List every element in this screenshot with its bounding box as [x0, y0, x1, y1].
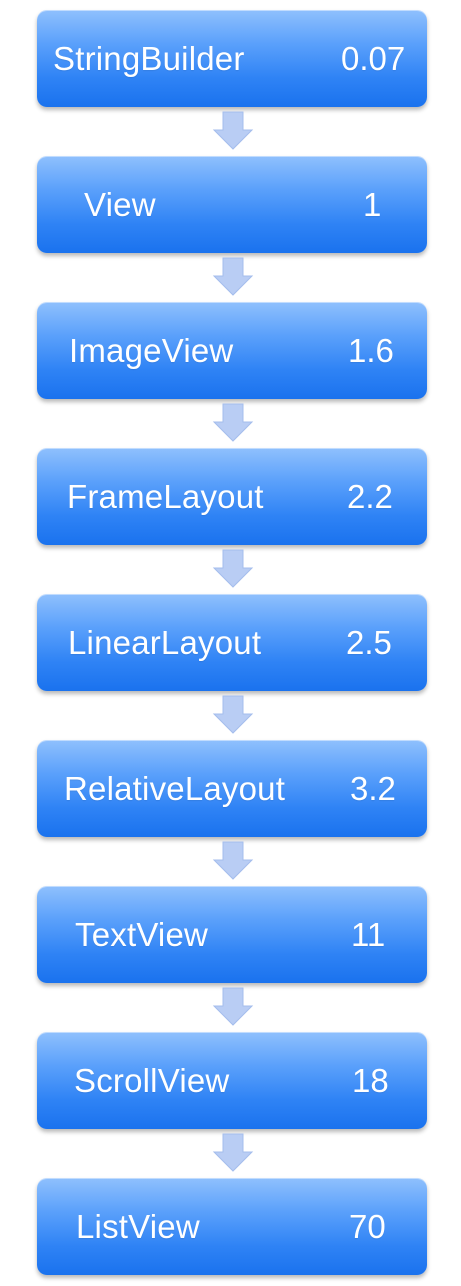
step-box-imageview: ImageView 1.6	[37, 302, 427, 399]
step-value: 1.6	[348, 331, 394, 369]
step-box-textview: TextView 11	[37, 886, 427, 983]
step-value: 3.2	[350, 769, 396, 807]
step-value: 11	[351, 915, 386, 953]
down-arrow-icon	[212, 257, 254, 296]
down-arrow-icon	[212, 403, 254, 442]
step-box-scrollview: ScrollView 18	[37, 1032, 427, 1129]
step-label: ImageView	[69, 331, 234, 369]
step-label: FrameLayout	[67, 477, 264, 515]
step-value: 1	[363, 185, 382, 223]
step-box-listview: ListView 70	[37, 1178, 427, 1275]
step-value: 2.2	[347, 477, 393, 515]
step-label: TextView	[75, 915, 209, 953]
down-arrow-icon	[212, 841, 254, 880]
down-arrow-icon	[212, 695, 254, 734]
step-box-linearlayout: LinearLayout 2.5	[37, 594, 427, 691]
down-arrow-icon	[212, 1133, 254, 1172]
step-value: 2.5	[346, 623, 392, 661]
step-value: 18	[352, 1061, 389, 1099]
step-label: StringBuilder	[53, 39, 245, 77]
step-label: ScrollView	[74, 1061, 230, 1099]
step-box-framelayout: FrameLayout 2.2	[37, 448, 427, 545]
down-arrow-icon	[212, 987, 254, 1026]
step-label: ListView	[76, 1207, 200, 1245]
step-box-view: View 1	[37, 156, 427, 253]
step-box-relativelayout: RelativeLayout 3.2	[37, 740, 427, 837]
down-arrow-icon	[212, 111, 254, 150]
step-box-stringbuilder: StringBuilder 0.07	[37, 10, 427, 107]
step-label: View	[84, 185, 156, 223]
step-value: 0.07	[341, 39, 406, 77]
step-label: RelativeLayout	[64, 769, 286, 807]
step-value: 70	[349, 1207, 386, 1245]
down-arrow-icon	[212, 549, 254, 588]
step-label: LinearLayout	[68, 623, 262, 661]
